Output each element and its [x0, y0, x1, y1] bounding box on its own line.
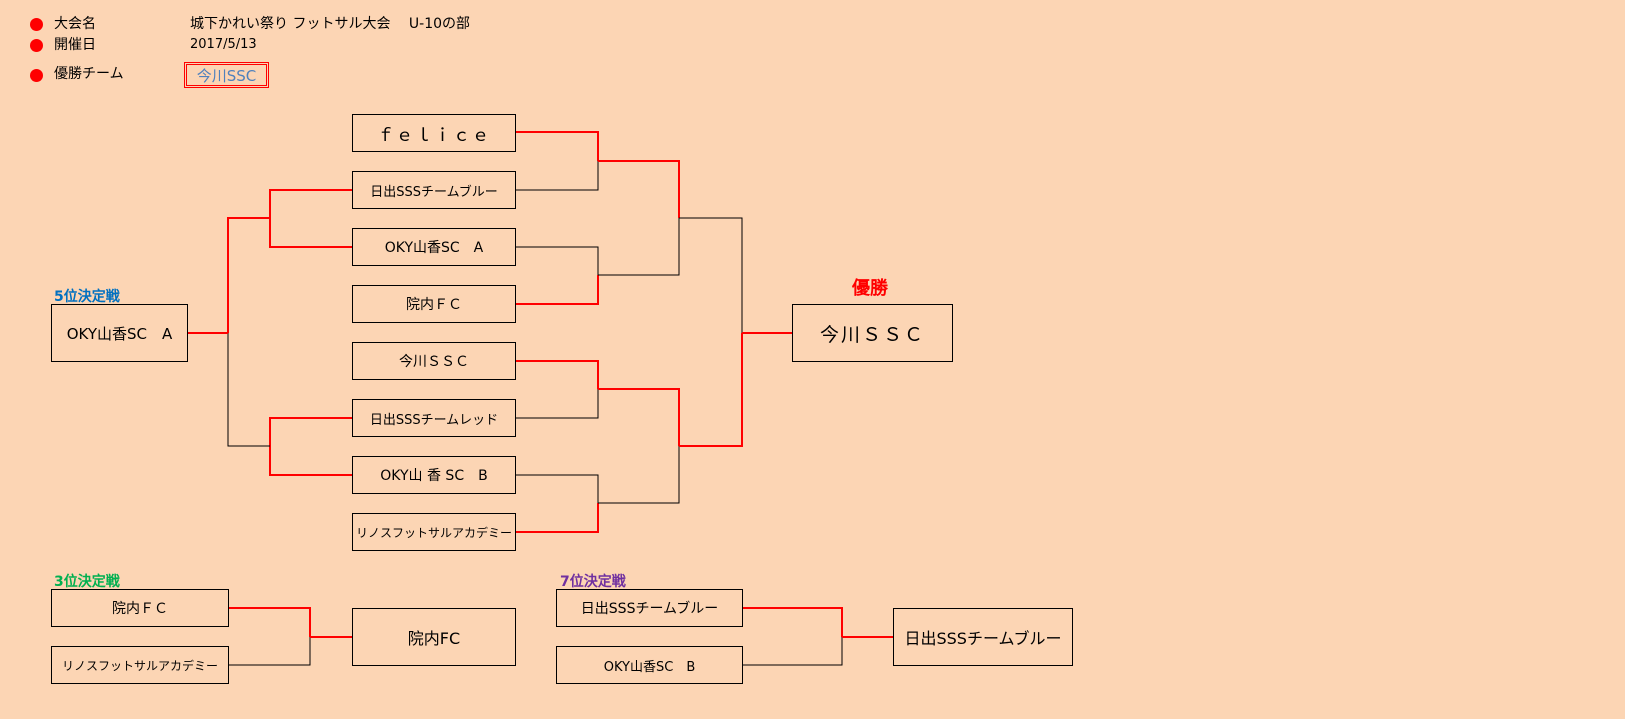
date-row: 開催日 2017/5/13	[0, 35, 600, 55]
line-r1-m4-b	[516, 503, 599, 533]
team-name: 日出SSSチームブルー	[370, 184, 498, 200]
bullet-icon	[30, 69, 43, 82]
third-place-winner-box: 院内FC	[352, 608, 516, 666]
winner-label: 優勝チーム	[54, 66, 124, 82]
team-box-3: OKY山香SC A	[352, 228, 516, 266]
line-3rd-a	[229, 607, 311, 637]
line-5th-c	[269, 417, 352, 446]
third-place-team-b: リノスフットサルアカデミー	[51, 646, 229, 684]
line-sf2-b	[598, 446, 680, 504]
team-name: リノスフットサルアカデミー	[355, 525, 512, 540]
line-sf1-a	[598, 160, 680, 218]
seventh-place-winner-box: 日出SSSチームブルー	[893, 608, 1073, 666]
line-sf2-a	[598, 388, 680, 446]
line-sf1-b	[598, 218, 680, 276]
tournament-name-row: 大会名 城下かれい祭り フットサル大会 U-10の部	[0, 14, 600, 34]
fifth-place-winner-box: OKY山香SC A	[51, 304, 188, 362]
champion-label: 優勝	[852, 278, 888, 299]
date-label: 開催日	[54, 37, 96, 53]
team-name: 院内ＦＣ	[406, 297, 462, 313]
line-r1-m2-b	[516, 275, 599, 305]
bullet-icon	[30, 39, 43, 52]
team-box-7: OKY山 香 SC B	[352, 456, 516, 494]
seventh-place-label: 7位決定戦	[560, 574, 626, 590]
team-box-1: ｆｅｌｉｃｅ	[352, 114, 516, 152]
date-value: 2017/5/13	[190, 37, 257, 52]
winner-value-box: 今川SSC	[184, 62, 269, 88]
line-5th-e	[227, 217, 270, 333]
fifth-place-label: 5位決定戦	[54, 289, 120, 305]
team-box-6: 日出SSSチームレッド	[352, 399, 516, 437]
team-box-5: 今川ＳＳＣ	[352, 342, 516, 380]
line-5th-b	[269, 218, 352, 248]
line-7th-a	[743, 607, 843, 637]
team-name: 今川ＳＳＣ	[399, 354, 469, 370]
champion-name: 今川ＳＳＣ	[819, 323, 925, 346]
third-place-winner: 院内FC	[407, 629, 461, 648]
team-box-2: 日出SSSチームブルー	[352, 171, 516, 209]
champion-box: 今川ＳＳＣ	[792, 304, 953, 362]
line-5th-f	[227, 333, 270, 447]
seventh-place-winner: 日出SSSチームブルー	[904, 629, 1062, 648]
line-7th-b	[743, 637, 843, 666]
fifth-place-winner: OKY山香SC A	[66, 324, 173, 343]
team-name: 日出SSSチームレッド	[369, 412, 499, 428]
team-name: 院内ＦＣ	[112, 601, 168, 617]
seventh-place-team-b: OKY山香SC B	[556, 646, 743, 684]
team-name: OKY山 香 SC B	[380, 468, 488, 484]
winner-row: 優勝チーム	[0, 64, 600, 84]
line-r1-m3-a	[516, 360, 599, 389]
line-final-a	[679, 217, 743, 333]
line-final-b	[679, 333, 743, 447]
line-5th-d	[269, 446, 352, 476]
team-box-4: 院内ＦＣ	[352, 285, 516, 323]
line-r1-m1-a	[516, 131, 599, 161]
tournament-label: 大会名	[54, 16, 96, 32]
team-name: 日出SSSチームブルー	[580, 601, 719, 617]
team-box-8: リノスフットサルアカデミー	[352, 513, 516, 551]
third-place-label: 3位決定戦	[54, 574, 120, 590]
line-r1-m3-b	[516, 389, 599, 419]
bullet-icon	[30, 18, 43, 31]
team-name: OKY山香SC B	[603, 659, 696, 675]
line-r1-m1-b	[516, 161, 599, 191]
line-r1-m2-a	[516, 246, 599, 275]
line-3rd-b	[229, 637, 311, 666]
tournament-name: 城下かれい祭り フットサル大会 U-10の部	[190, 16, 471, 32]
team-name: OKY山香SC A	[384, 240, 484, 256]
line-5th-a	[269, 189, 352, 218]
team-name: ｆｅｌｉｃｅ	[377, 125, 491, 146]
team-name: リノスフットサルアカデミー	[61, 658, 218, 673]
seventh-place-team-a: 日出SSSチームブルー	[556, 589, 743, 627]
third-place-team-a: 院内ＦＣ	[51, 589, 229, 627]
line-r1-m4-a	[516, 474, 599, 503]
